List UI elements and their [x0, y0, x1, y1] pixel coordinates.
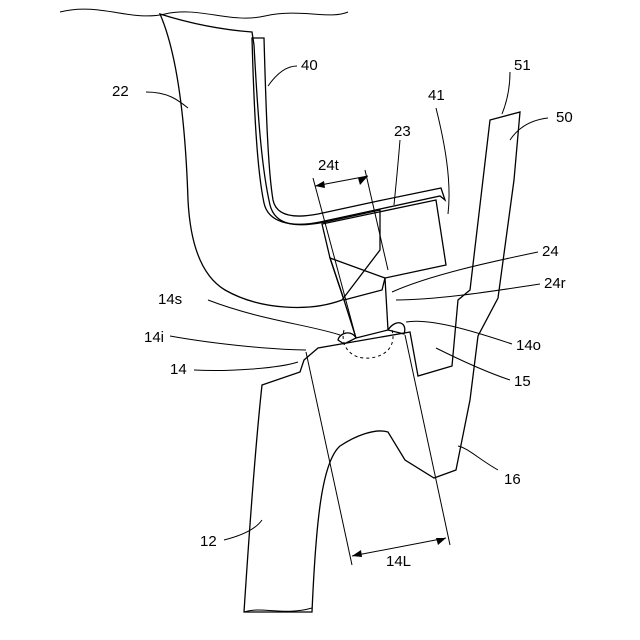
- gasket-12: [244, 112, 520, 612]
- label-24t: 24t: [318, 157, 340, 174]
- label-14o: 14o: [516, 337, 541, 354]
- label-22: 22: [112, 83, 129, 100]
- label-51: 51: [514, 57, 531, 74]
- label-41: 41: [428, 87, 445, 104]
- label-50: 50: [556, 109, 573, 126]
- label-24r: 24r: [544, 275, 566, 292]
- glass-plate-22: [160, 14, 380, 307]
- label-16: 16: [504, 471, 521, 488]
- label-15: 15: [514, 373, 531, 390]
- label-14i: 14i: [144, 329, 164, 346]
- reference-labels: 22 40 41 23 24t 51 50 24 24r 14s 14i 14o…: [112, 57, 573, 570]
- label-14s: 14s: [158, 291, 182, 308]
- contact-point-14o: [388, 323, 405, 334]
- dimension-lines: [306, 170, 450, 565]
- adhesive-layer-40: [252, 38, 445, 224]
- break-line-top: [60, 9, 348, 18]
- label-14L: 14L: [386, 553, 411, 570]
- label-40: 40: [301, 57, 318, 74]
- label-12: 12: [200, 533, 217, 550]
- frame-23: [322, 200, 446, 300]
- lip-24: [330, 258, 388, 338]
- label-24: 24: [542, 243, 559, 260]
- dashed-contour-24r: [343, 330, 393, 358]
- label-14: 14: [170, 361, 187, 378]
- label-23: 23: [394, 123, 411, 140]
